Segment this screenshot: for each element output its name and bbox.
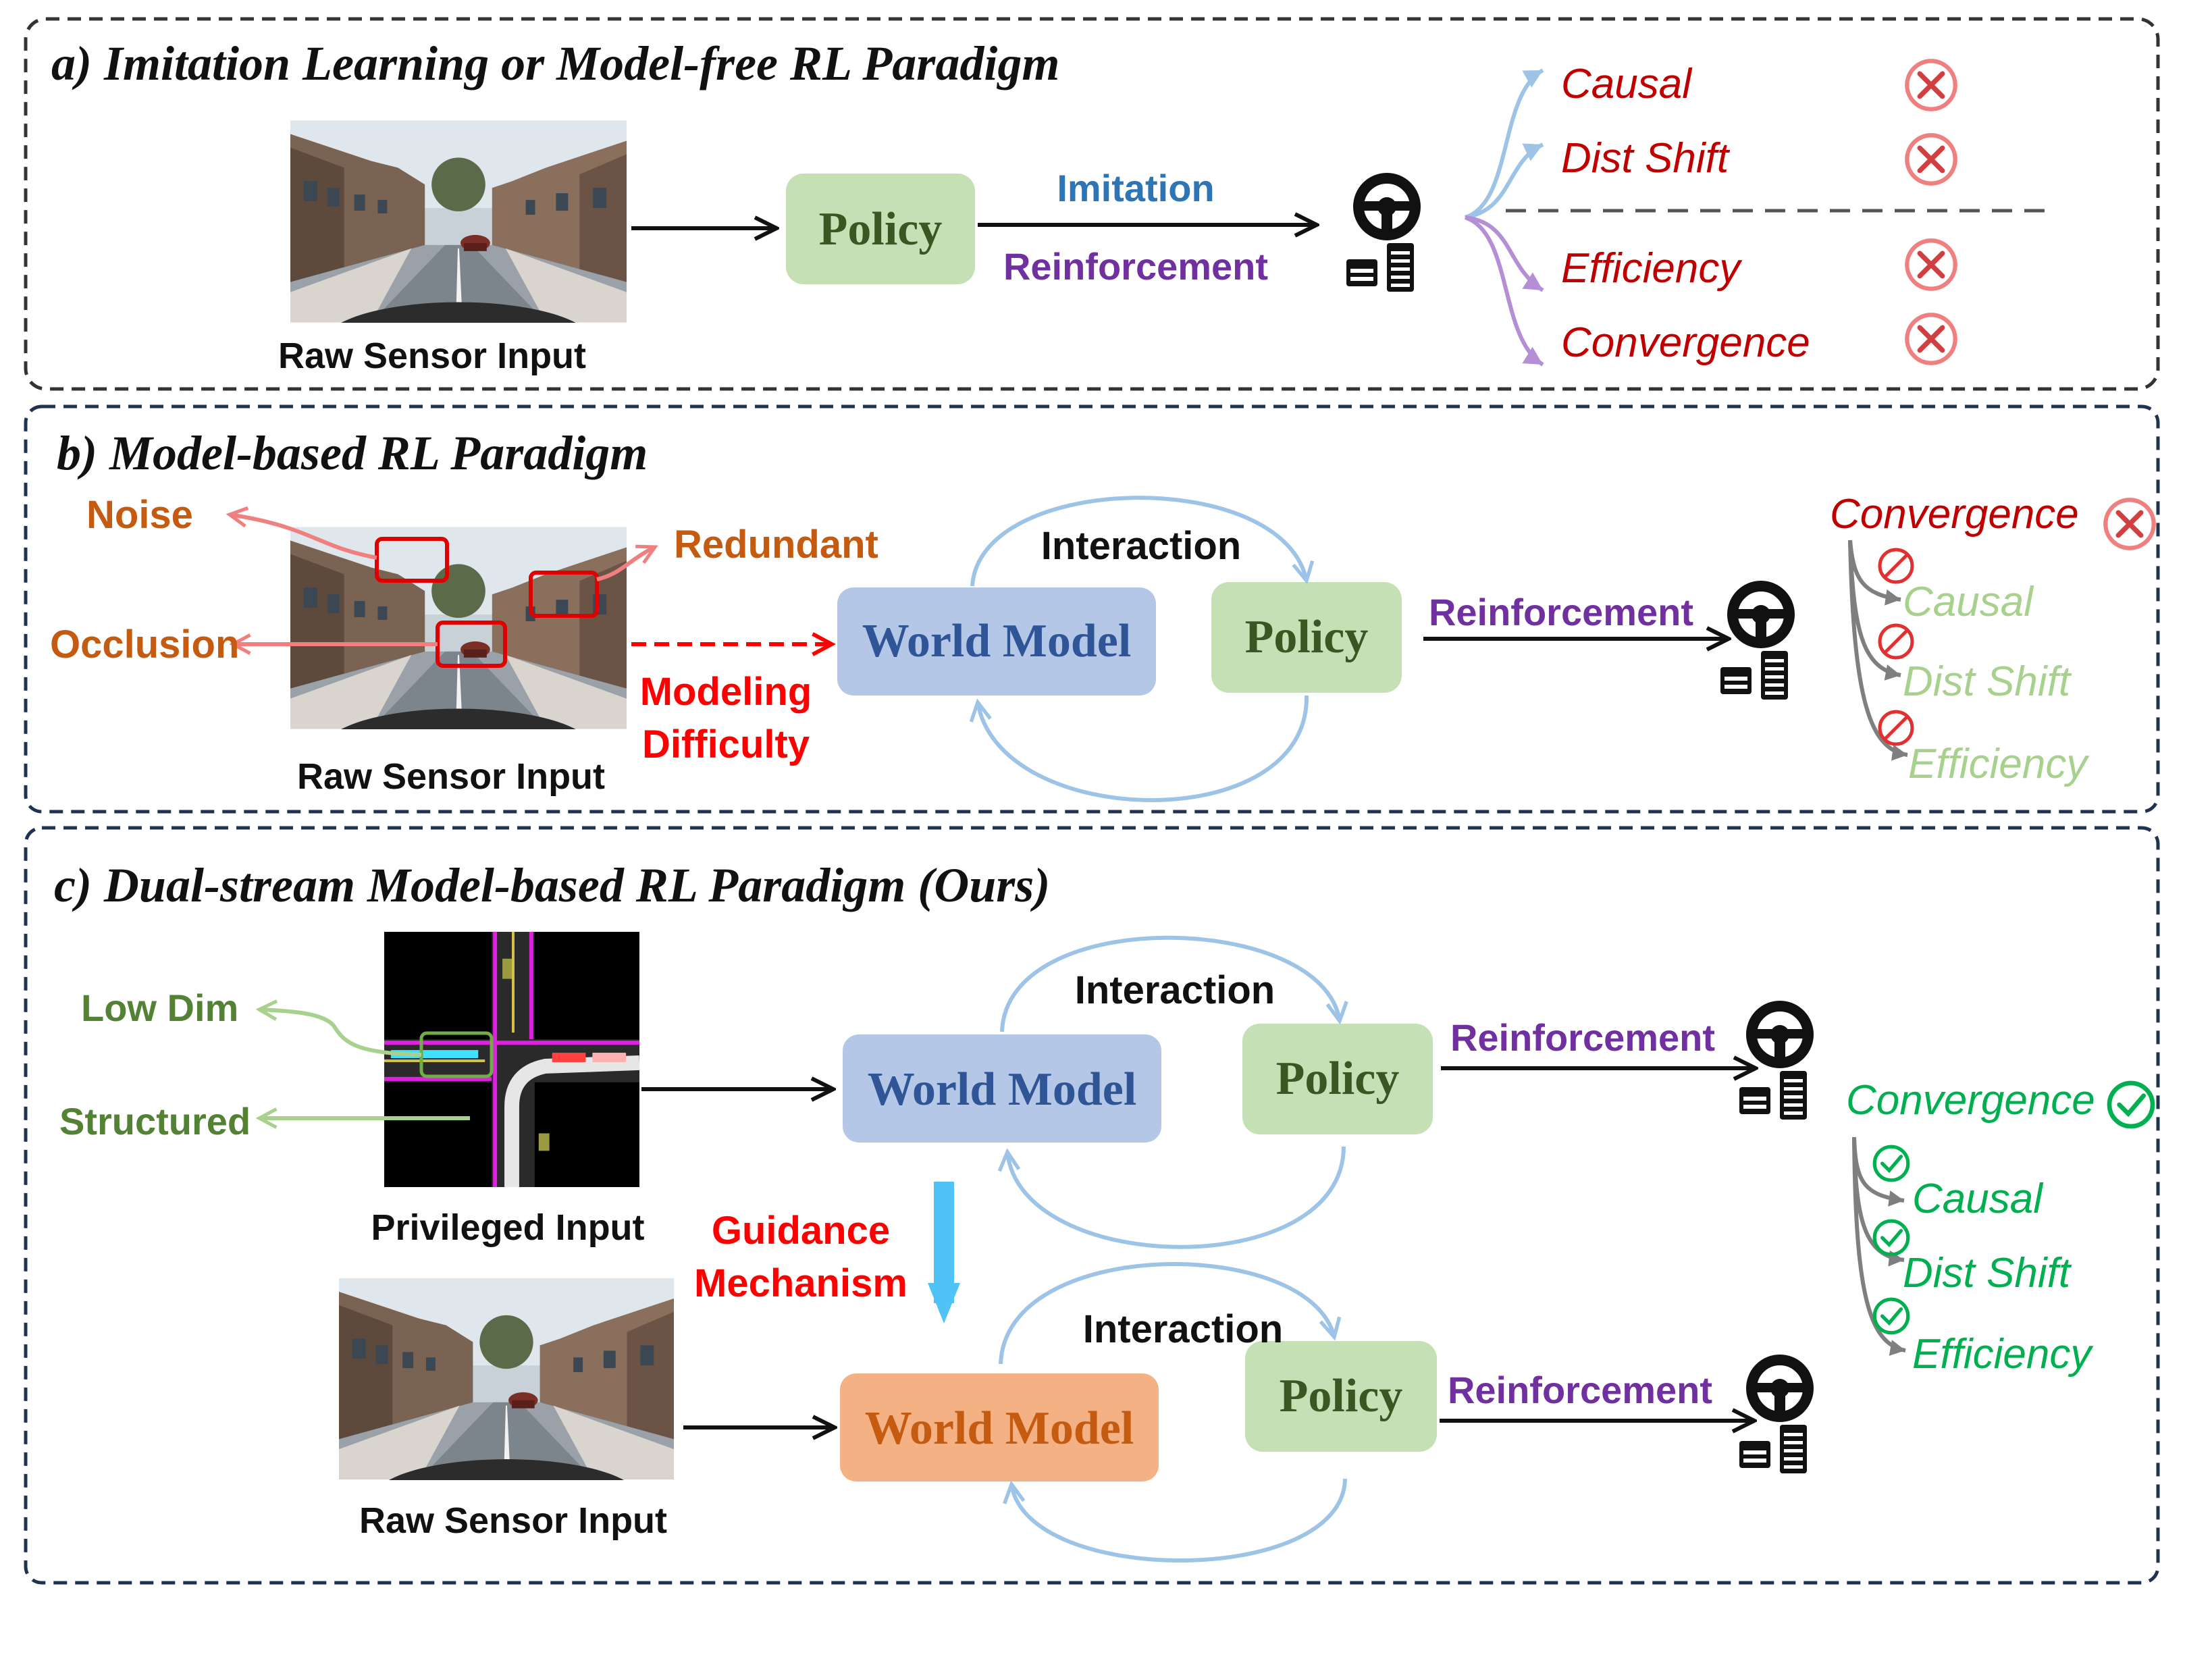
outcome-efficiency-a: Efficiency bbox=[1561, 245, 1743, 292]
gray-branch-efficiency-c bbox=[1852, 1136, 1906, 1356]
policy-box-c-top bbox=[1242, 1024, 1433, 1134]
world-model-label-c-top: World Model bbox=[868, 1064, 1137, 1115]
policy-box-c-bottom bbox=[1245, 1341, 1437, 1452]
policy-label-b: Policy bbox=[1245, 611, 1369, 663]
branch-causal-arrow bbox=[1464, 68, 1544, 219]
interaction-label-c1: Interaction bbox=[1075, 968, 1275, 1012]
interaction-loop-bottom-c1 bbox=[1007, 1146, 1346, 1249]
panel-a: a) Imitation Learning or Model-free RL P… bbox=[24, 17, 2160, 391]
policy-label-c-top: Policy bbox=[1276, 1053, 1400, 1105]
panel-b-title: b) Model-based RL Paradigm bbox=[57, 426, 648, 480]
policy-label-c-bottom: Policy bbox=[1280, 1370, 1403, 1422]
cross-circle-icon bbox=[1907, 240, 1955, 288]
reinforcement-label-c1: Reinforcement bbox=[1450, 1016, 1715, 1059]
outcome-causal-b: Causal bbox=[1903, 579, 2034, 625]
low-dim-label: Low Dim bbox=[81, 987, 238, 1029]
panel-c-title: c) Dual-stream Model-based RL Paradigm (… bbox=[54, 858, 1050, 912]
modeling-label: Modeling bbox=[640, 670, 812, 714]
redundant-arrow bbox=[596, 547, 655, 581]
outcome-convergence-c: Convergence bbox=[1846, 1077, 2095, 1124]
interaction-label-c2: Interaction bbox=[1083, 1307, 1284, 1351]
outcome-distshift-b: Dist Shift bbox=[1903, 658, 2072, 705]
interaction-loop-top-b bbox=[970, 496, 1307, 587]
policy-label-a: Policy bbox=[819, 203, 943, 255]
outcome-causal-a: Causal bbox=[1561, 61, 1693, 107]
check-circle-icon bbox=[2109, 1083, 2153, 1126]
guidance-label: Guidance bbox=[712, 1209, 890, 1253]
branch-convergence-arrow bbox=[1464, 215, 1544, 367]
cross-circle-icon bbox=[2105, 500, 2153, 548]
panel-c-frame bbox=[24, 826, 2160, 1585]
outcome-efficiency-c: Efficiency bbox=[1912, 1331, 2094, 1377]
cross-circle-icon bbox=[1907, 315, 1955, 363]
interaction-loop-bottom-c2 bbox=[1011, 1478, 1347, 1563]
interaction-loop-bottom-b bbox=[978, 695, 1309, 802]
steering-wheel-icon bbox=[1739, 1006, 1808, 1120]
outcome-distshift-c: Dist Shift bbox=[1903, 1250, 2072, 1296]
branch-efficiency-arrow bbox=[1465, 215, 1544, 292]
steering-wheel-icon bbox=[1739, 1360, 1808, 1473]
steering-wheel-icon bbox=[1720, 586, 1789, 700]
redundant-label: Redundant bbox=[674, 523, 878, 567]
low-dim-arrow bbox=[259, 1009, 422, 1057]
world-model-box-c-top bbox=[843, 1034, 1161, 1143]
reinforcement-label-b: Reinforcement bbox=[1429, 591, 1693, 633]
reinforcement-label-a: Reinforcement bbox=[1003, 245, 1268, 288]
outcome-convergence-a: Convergence bbox=[1561, 319, 1810, 366]
cross-circle-icon bbox=[1907, 135, 1955, 183]
policy-box-b bbox=[1211, 582, 1402, 693]
mechanism-label: Mechanism bbox=[694, 1261, 907, 1305]
prohibited-icon bbox=[1880, 625, 1912, 658]
interaction-label-b: Interaction bbox=[1041, 524, 1242, 568]
raw-sensor-image-b bbox=[290, 527, 627, 729]
difficulty-label: Difficulty bbox=[642, 723, 810, 766]
imitation-label-a: Imitation bbox=[1057, 167, 1214, 209]
check-circle-icon bbox=[1874, 1147, 1908, 1180]
outcome-convergence-b: Convergence bbox=[1830, 491, 2079, 537]
raw-sensor-label-c: Raw Sensor Input bbox=[359, 1500, 667, 1541]
occlusion-label: Occlusion bbox=[50, 623, 239, 666]
world-model-label-b: World Model bbox=[862, 615, 1132, 667]
panel-b-frame bbox=[24, 404, 2160, 814]
cross-circle-icon bbox=[1907, 61, 1955, 109]
noise-box bbox=[375, 537, 449, 583]
outcome-efficiency-b: Efficiency bbox=[1908, 741, 2090, 787]
world-model-box-b bbox=[837, 587, 1156, 695]
redundant-box bbox=[529, 571, 599, 618]
steering-wheel-icon bbox=[1346, 178, 1415, 292]
panel-a-title: a) Imitation Learning or Model-free RL P… bbox=[51, 36, 1059, 90]
branch-distshift-arrow bbox=[1465, 142, 1544, 219]
prohibited-icon bbox=[1880, 550, 1912, 582]
raw-sensor-label-a: Raw Sensor Input bbox=[278, 336, 586, 376]
noise-label: Noise bbox=[86, 493, 193, 537]
panel-b: b) Model-based RL Paradigm Noise Redunda… bbox=[24, 404, 2160, 814]
interaction-loop-top-c2 bbox=[999, 1262, 1334, 1365]
panel-a-frame bbox=[24, 17, 2160, 391]
privileged-input-label: Privileged Input bbox=[371, 1207, 644, 1248]
world-model-box-c-bottom bbox=[840, 1373, 1159, 1481]
raw-sensor-label-b: Raw Sensor Input bbox=[297, 756, 605, 797]
gray-branch-efficiency-b bbox=[1848, 540, 1908, 761]
outcome-causal-c: Causal bbox=[1912, 1176, 2044, 1222]
noise-arrow bbox=[230, 515, 377, 560]
panel-c: c) Dual-stream Model-based RL Paradigm (… bbox=[24, 826, 2160, 1585]
outcome-distshift-a: Dist Shift bbox=[1561, 135, 1731, 182]
interaction-loop-top-c1 bbox=[1000, 935, 1340, 1032]
world-model-label-c-bottom: World Model bbox=[865, 1402, 1134, 1454]
prohibited-icon bbox=[1880, 712, 1912, 744]
reinforcement-label-c2: Reinforcement bbox=[1448, 1369, 1712, 1411]
policy-box-a bbox=[786, 174, 975, 284]
structured-label: Structured bbox=[59, 1100, 251, 1143]
check-circle-icon bbox=[1874, 1299, 1908, 1333]
